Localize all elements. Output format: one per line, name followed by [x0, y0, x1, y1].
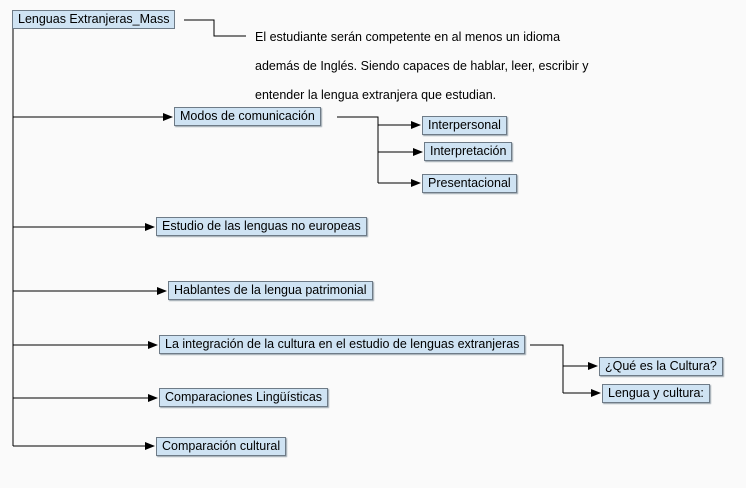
subtopic-interpersonal[interactable]: Interpersonal: [422, 116, 507, 135]
note-line: entender la lengua extranjera que estudi…: [255, 87, 497, 102]
note-connector: [184, 19, 246, 37]
topic-comparaciones-linguisticas[interactable]: Comparaciones Lingüísticas: [159, 388, 329, 407]
subtopic-interpretacion[interactable]: Interpretación: [424, 142, 513, 161]
topic-comparacion-cultural[interactable]: Comparación cultural: [156, 437, 287, 456]
topic-integracion-cultura[interactable]: La integración de la cultura en el estud…: [159, 335, 526, 354]
modos-sub-connector: [337, 116, 379, 183]
subtopic-que-es-cultura[interactable]: ¿Qué es la Cultura?: [599, 357, 723, 376]
description-note: El estudiante serán competente en al men…: [255, 15, 589, 117]
note-line: además de Inglés. Siendo capaces de habl…: [255, 58, 589, 73]
subtopic-presentacional[interactable]: Presentacional: [422, 174, 517, 193]
note-line: El estudiante serán competente en al men…: [255, 29, 561, 44]
cultura-sub-connector: [530, 344, 564, 393]
subtopic-lengua-y-cultura[interactable]: Lengua y cultura:: [602, 384, 710, 403]
topic-modos-comunicacion[interactable]: Modos de comunicación: [174, 107, 321, 126]
root-node[interactable]: Lenguas Extranjeras_Mass: [12, 10, 176, 29]
topic-lengua-patrimonial[interactable]: Hablantes de la lengua patrimonial: [168, 281, 373, 300]
topic-lenguas-no-europeas[interactable]: Estudio de las lenguas no europeas: [156, 217, 367, 236]
